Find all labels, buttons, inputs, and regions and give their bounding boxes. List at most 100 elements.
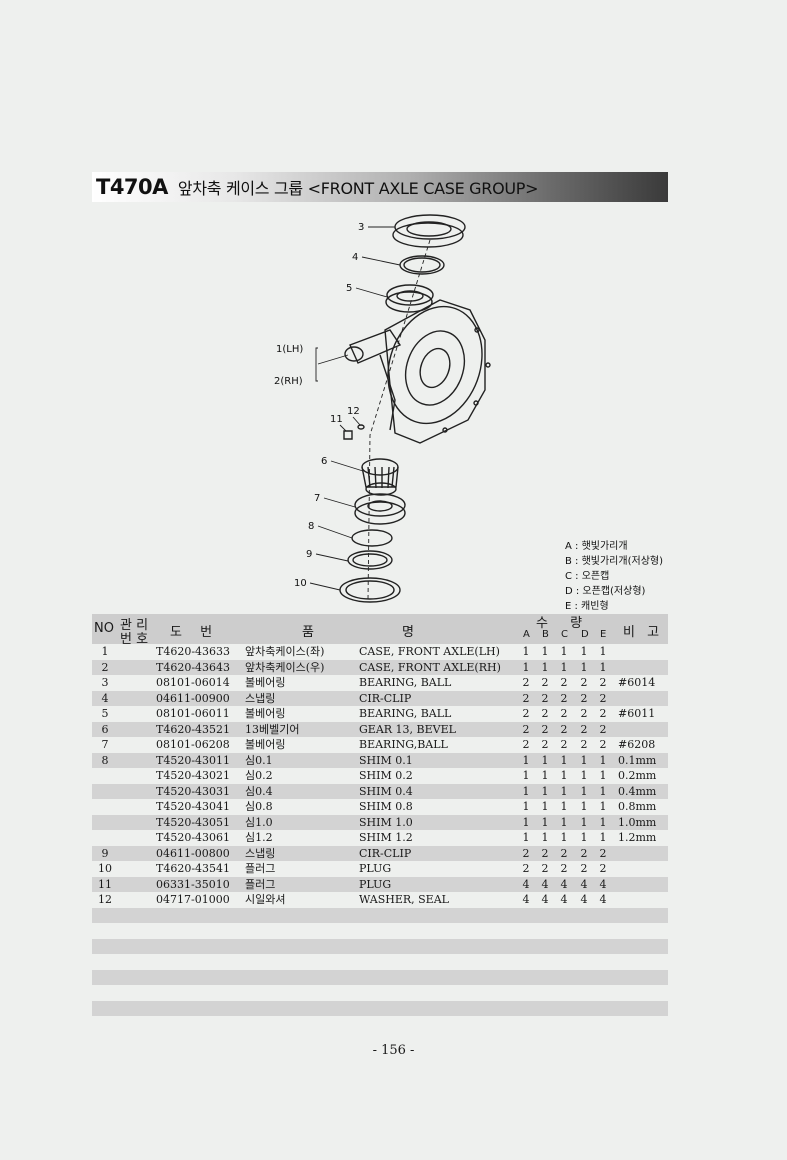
cell-qty-d: 1 [580, 753, 588, 767]
cell-qty-e: 2 [599, 676, 607, 689]
cell-no: 12 [98, 893, 112, 906]
bearing-part-5 [385, 284, 434, 313]
cell-remark: #6014 [618, 676, 656, 689]
cell-no: 6 [101, 722, 109, 736]
cell-no: 9 [101, 846, 109, 860]
cell-part-number: T4520-43061 [156, 831, 231, 844]
axle-case-housing [344, 299, 491, 444]
cell-qty-c: 2 [560, 738, 568, 751]
cell-qty-a: 2 [522, 846, 530, 860]
cell-korean-name: 심1.0 [245, 815, 273, 829]
exploded-parts-diagram: 3 4 5 1(LH) 2(RH) 11 12 6 7 8 9 10 [274, 214, 491, 603]
cell-qty-c: 1 [560, 660, 568, 674]
cell-korean-name: 스냅링 [245, 846, 276, 860]
cell-english-name: PLUG [359, 877, 392, 891]
cell-korean-name: 심1.2 [245, 831, 273, 844]
cell-korean-name: 앞차축케이스(좌) [245, 645, 325, 658]
cell-english-name: CASE, FRONT AXLE(RH) [359, 660, 501, 674]
cell-qty-e: 1 [599, 769, 607, 782]
cell-qty-c: 4 [560, 877, 568, 891]
callout-6: 6 [321, 456, 327, 467]
cell-korean-name: 시일와셔 [245, 893, 286, 906]
cell-qty-c: 1 [560, 784, 568, 798]
cell-qty-b: 4 [541, 877, 549, 891]
cell-qty-e: 2 [599, 846, 607, 860]
legend-item-a: A : 햇빛가리개 [565, 541, 628, 552]
callout-10: 10 [294, 578, 307, 589]
legend-item-b: B : 햇빛가리개(저상형) [565, 556, 663, 567]
cell-qty-e: 2 [599, 722, 607, 736]
cell-qty-c: 2 [560, 722, 568, 736]
callout-8: 8 [308, 521, 314, 532]
cell-qty-e: 2 [599, 707, 607, 720]
cell-qty-d: 1 [580, 660, 588, 674]
cell-korean-name: 심0.8 [245, 800, 273, 813]
cell-remark: 0.2mm [618, 769, 657, 782]
cell-qty-b: 1 [541, 800, 549, 813]
cell-part-number: 04611-00900 [156, 691, 230, 705]
cell-qty-a: 1 [522, 815, 530, 829]
cell-qty-a: 1 [522, 753, 530, 767]
callout-11: 11 [330, 414, 343, 425]
cell-qty-e: 2 [599, 738, 607, 751]
blank-row [92, 923, 668, 939]
shim-part-9 [347, 550, 393, 570]
cell-no: 5 [101, 707, 109, 720]
cell-qty-b: 4 [541, 893, 549, 906]
cell-qty-d: 1 [580, 800, 588, 813]
cell-korean-name: 플러그 [245, 877, 276, 891]
cell-qty-a: 1 [522, 784, 530, 798]
header-qty-c: C [561, 629, 568, 640]
callout-12: 12 [347, 406, 360, 417]
cell-remark: #6011 [618, 707, 656, 720]
cell-english-name: SHIM 1.2 [359, 831, 413, 844]
cell-qty-d: 2 [580, 722, 588, 736]
cell-qty-d: 2 [580, 676, 588, 689]
cell-qty-b: 1 [541, 831, 549, 844]
page-number: - 156 - [372, 1043, 415, 1058]
table-header: NO 관 리 번 호 도 번 품 명 수 량 A B C D E 비 고 [92, 614, 668, 647]
cell-qty-c: 1 [560, 769, 568, 782]
cell-qty-b: 2 [541, 722, 549, 736]
cell-english-name: BEARING,BALL [359, 738, 448, 751]
bearing-part-7 [354, 493, 406, 525]
callout-9: 9 [306, 549, 312, 560]
cell-qty-a: 1 [522, 800, 530, 813]
cell-part-number: T4520-43011 [156, 753, 231, 767]
cell-no: 1 [101, 645, 109, 658]
cell-qty-d: 4 [580, 877, 588, 891]
cell-korean-name: 앞차축케이스(우) [245, 660, 325, 674]
callout-3: 3 [358, 222, 364, 233]
cell-part-number: T4520-43031 [156, 784, 231, 798]
model-number: T470A [96, 175, 168, 199]
cell-part-number: 08101-06014 [156, 676, 230, 689]
header-mgmt-top: 관 리 [120, 618, 149, 633]
cell-qty-b: 1 [541, 753, 549, 767]
cell-no: 11 [98, 877, 112, 891]
cell-qty-a: 1 [522, 831, 530, 844]
title-bar: T470A 앞차축 케이스 그룹 <FRONT AXLE CASE GROUP> [92, 172, 668, 202]
cell-part-number: T4620-43521 [156, 722, 231, 736]
cell-korean-name: 심0.1 [245, 753, 273, 767]
cell-qty-d: 2 [580, 691, 588, 705]
cell-qty-d: 2 [580, 846, 588, 860]
cell-qty-b: 2 [541, 846, 549, 860]
cell-korean-name: 볼베어링 [245, 738, 286, 751]
cell-no: 4 [101, 691, 109, 705]
cell-qty-e: 1 [599, 800, 607, 813]
cell-english-name: BEARING, BALL [359, 676, 452, 689]
cell-english-name: CIR-CLIP [359, 846, 412, 860]
cell-qty-a: 2 [522, 722, 530, 736]
legend-item-d: D : 오픈캡(저상형) [565, 586, 646, 597]
cell-qty-b: 2 [541, 738, 549, 751]
cell-qty-a: 1 [522, 645, 530, 658]
cell-qty-c: 1 [560, 645, 568, 658]
